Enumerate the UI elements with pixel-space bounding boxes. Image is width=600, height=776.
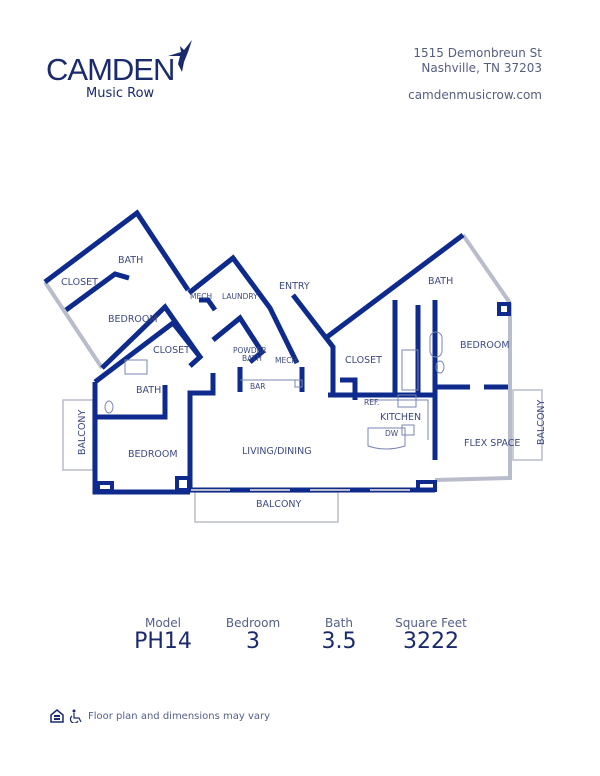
room-closet-1: CLOSET xyxy=(61,277,98,288)
toilet-icon xyxy=(435,360,445,374)
equal-housing-icon xyxy=(50,709,64,723)
wheelchair-accessible-icon xyxy=(69,709,82,723)
window xyxy=(461,233,512,305)
room-powder-bath: BATH xyxy=(242,354,262,363)
address: 1515 Demonbreun St Nashville, TN 37203 xyxy=(413,46,542,76)
room-bedroom-2: BEDROOM xyxy=(128,449,178,460)
hummingbird-icon xyxy=(168,40,192,72)
balconies xyxy=(43,233,543,523)
bathtub-icon xyxy=(429,331,443,358)
stat-model: Model PH14 xyxy=(113,616,213,654)
balcony-right-outline xyxy=(512,389,543,461)
walls xyxy=(43,209,511,495)
range-icon xyxy=(397,394,417,408)
room-entry: ENTRY xyxy=(279,281,310,292)
room-ref: REF. xyxy=(364,398,379,407)
stat-value: PH14 xyxy=(134,629,192,654)
room-living-dining: LIVING/DINING xyxy=(242,446,312,457)
sink-icon xyxy=(401,424,415,436)
stat-bath: Bath 3.5 xyxy=(289,616,389,654)
room-powder: POWDER xyxy=(233,346,267,355)
brand-name: CAMDEN xyxy=(46,52,175,87)
stat-label: Square Feet xyxy=(395,616,467,630)
brand-sub: Music Row xyxy=(86,86,155,101)
stat-square-feet: Square Feet 3222 xyxy=(381,616,481,654)
stat-value: 3222 xyxy=(403,629,459,654)
address-line1: 1515 Demonbreun St xyxy=(413,46,542,60)
room-balcony-right: BALCONY xyxy=(536,399,547,445)
stat-label: Bedroom xyxy=(225,616,281,630)
shower-icon xyxy=(401,349,419,391)
website-link[interactable]: camdenmusicrow.com xyxy=(408,88,542,102)
room-closet-2: CLOSET xyxy=(153,345,190,356)
room-flex-space: FLEX SPACE xyxy=(464,438,520,449)
stat-value: 3 xyxy=(246,629,260,654)
room-bath-2: BATH xyxy=(136,385,161,396)
toilet-icon xyxy=(104,400,114,414)
room-bedroom-3: BEDROOM xyxy=(460,340,510,351)
room-mech-2: MECH xyxy=(275,356,297,365)
sink-icon xyxy=(294,379,303,388)
room-kitchen: KITCHEN xyxy=(380,412,421,423)
window xyxy=(434,303,512,482)
room-bath-3: BATH xyxy=(428,276,453,287)
room-laundry: LAUNDRY xyxy=(222,292,258,301)
room-bedroom-1: BEDROOM xyxy=(108,314,158,325)
bathtub-icon xyxy=(124,359,148,375)
stat-bedroom: Bedroom 3 xyxy=(203,616,303,654)
room-balcony-left: BALCONY xyxy=(77,409,88,455)
window xyxy=(43,280,104,370)
room-dw: DW xyxy=(385,429,399,438)
disclaimer: Floor plan and dimensions may vary xyxy=(88,710,271,722)
room-mech-1: MECH xyxy=(190,292,212,301)
camden-logo: CAMDEN Music Row xyxy=(46,38,196,104)
room-bath-1: BATH xyxy=(118,255,143,266)
fixtures xyxy=(104,331,445,450)
address-line2: Nashville, TN 37203 xyxy=(421,61,542,75)
room-bar: BAR xyxy=(250,382,266,391)
stat-label: Model xyxy=(144,616,182,630)
stat-value: 3.5 xyxy=(321,629,357,654)
room-closet-3: CLOSET xyxy=(345,355,382,366)
stat-label: Bath xyxy=(325,616,353,630)
kitchen-island xyxy=(367,427,406,450)
footer: Floor plan and dimensions may vary xyxy=(50,709,270,723)
room-balcony-bottom: BALCONY xyxy=(256,499,302,510)
